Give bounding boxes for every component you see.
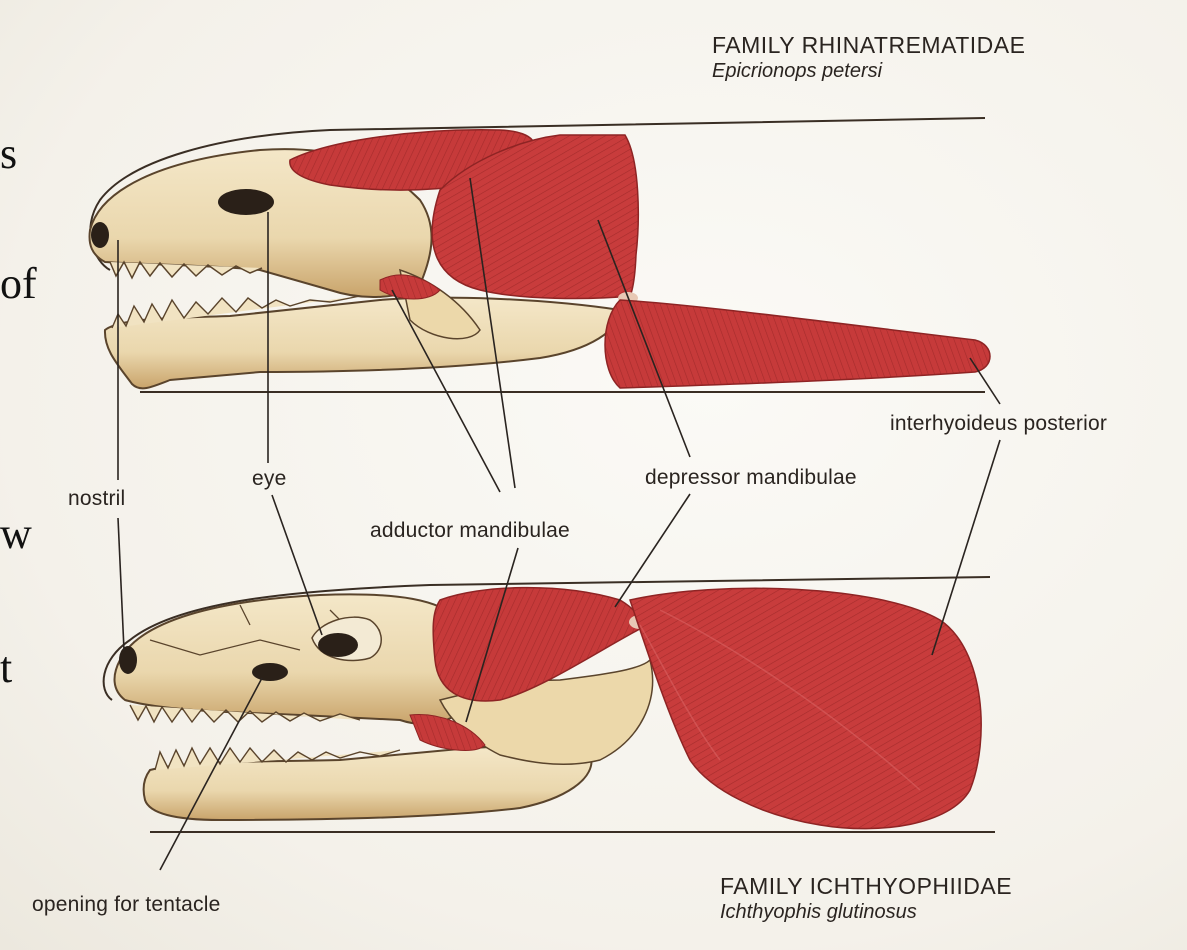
bottom-skull xyxy=(115,594,470,724)
bottom-head xyxy=(104,577,995,832)
top-lower-jaw xyxy=(105,298,620,389)
label-nostril: nostril xyxy=(68,487,125,511)
bottom-species-name: Ichthyophis glutinosus xyxy=(720,901,1012,924)
bottom-family-title: FAMILY ICHTHYOPHIIDAE Ichthyophis glutin… xyxy=(720,873,1012,924)
label-adductor-mandibulae: adductor mandibulae xyxy=(370,519,570,543)
label-opening-for-tentacle: opening for tentacle xyxy=(32,893,220,917)
top-interhyoideus-muscle xyxy=(605,300,990,388)
top-eye xyxy=(218,189,274,215)
label-interhyoideus-posterior: interhyoideus posterior xyxy=(890,412,1107,436)
top-head xyxy=(90,118,990,392)
top-family-name: FAMILY RHINATREMATIDAE xyxy=(712,32,1025,59)
top-species-name: Epicrionops petersi xyxy=(712,60,1025,83)
bottom-interhyoideus-muscle xyxy=(630,588,981,828)
bottom-eye xyxy=(318,633,358,657)
tentacle-opening xyxy=(252,663,288,681)
bottom-family-name: FAMILY ICHTHYOPHIIDAE xyxy=(720,873,1012,900)
label-eye: eye xyxy=(252,467,286,491)
label-depressor-mandibulae: depressor mandibulae xyxy=(645,466,857,490)
top-family-title: FAMILY RHINATREMATIDAE Epicrionops peter… xyxy=(712,32,1025,83)
